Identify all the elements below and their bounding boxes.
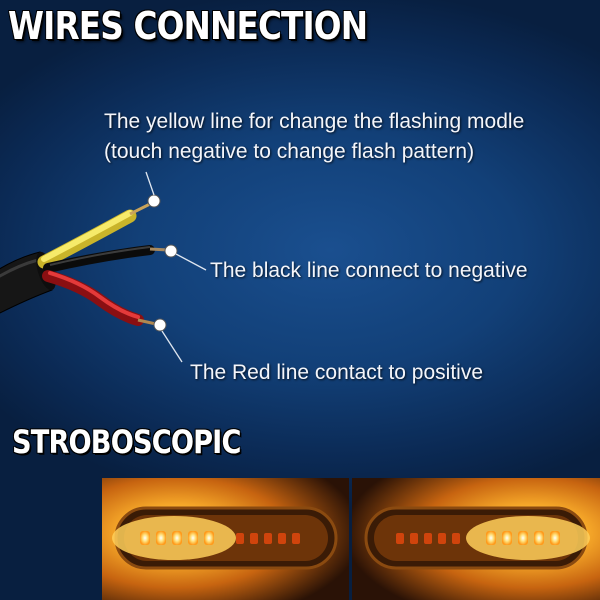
lit-led-row (486, 531, 560, 545)
black-wire (43, 244, 207, 273)
yellow-wire-label-line2: (touch negative to change flash pattern) (104, 140, 475, 163)
yellow-wire (37, 171, 161, 269)
section-title: STROBOSCOPIC (12, 423, 241, 461)
black-wire-label: The black line connect to negative (210, 259, 528, 282)
red-wire-tip-marker (153, 318, 167, 332)
unlit-led-row (396, 533, 460, 544)
yellow-wire-label-line1: The yellow line for change the flashing … (104, 110, 525, 133)
wires-illustration (0, 171, 207, 363)
lit-led-row (140, 531, 214, 545)
black-wire-tip-marker (164, 244, 178, 258)
unlit-led-row (236, 533, 300, 544)
red-wire-label: The Red line contact to positive (190, 361, 483, 384)
lamp-photo-right (352, 478, 600, 600)
page-title: WIRES CONNECTION (8, 4, 368, 48)
red-wire (42, 270, 183, 363)
lamp-photo-left (102, 478, 349, 600)
yellow-wire-tip-marker (147, 194, 161, 208)
